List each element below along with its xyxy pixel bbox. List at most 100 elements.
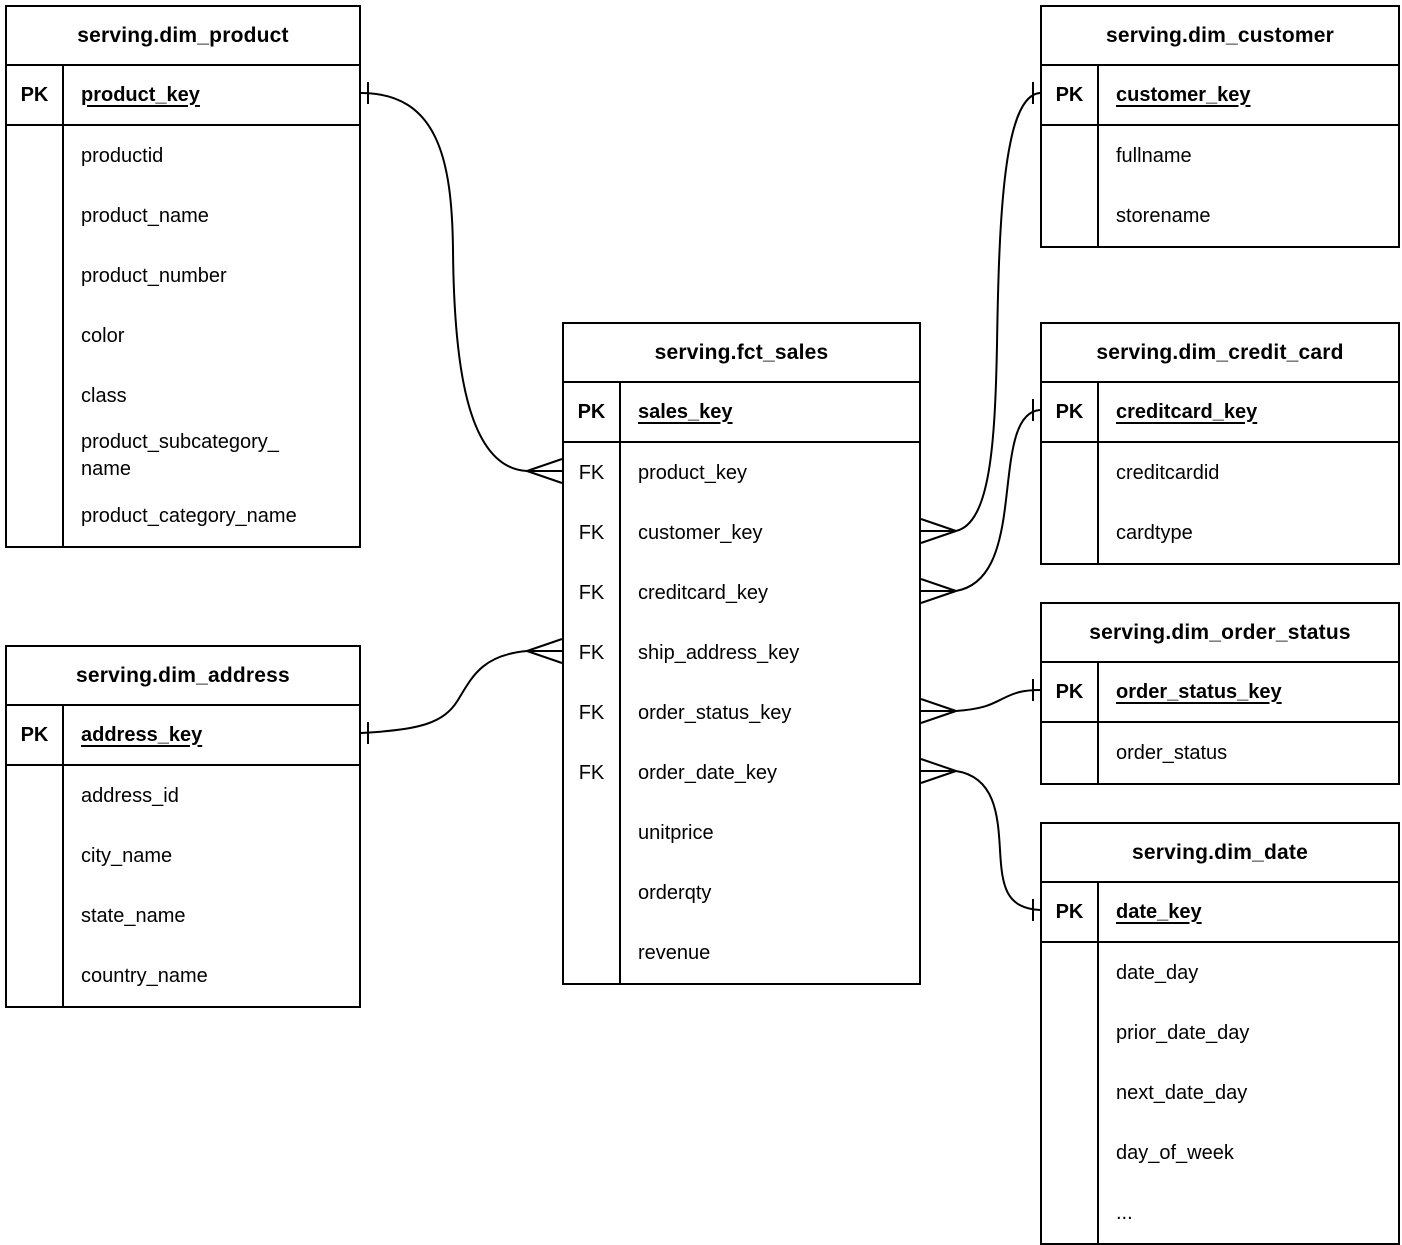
- field-name: next_date_day: [1116, 1081, 1248, 1104]
- fk-badge: FK: [564, 743, 621, 803]
- key-cell: [7, 126, 64, 186]
- entity-title: serving.dim_credit_card: [1042, 324, 1398, 383]
- field-row: product_name: [7, 186, 359, 246]
- pk-field-name: creditcard_key: [1116, 400, 1258, 423]
- pk-field-name: date_key: [1116, 900, 1202, 923]
- field-name: day_of_week: [1116, 1141, 1234, 1164]
- pk-row: PK date_key: [1042, 883, 1398, 943]
- pk-row: PK creditcard_key: [1042, 383, 1398, 443]
- field-name: ship_address_key: [638, 641, 800, 664]
- entity-dim-customer: serving.dim_customer PK customer_key ful…: [1040, 5, 1400, 248]
- connector-address-line: [360, 650, 528, 734]
- entity-title: serving.dim_product: [7, 7, 359, 66]
- field-name: cardtype: [1116, 521, 1193, 544]
- fk-badge: FK: [564, 623, 621, 683]
- entity-dim-order-status: serving.dim_order_status PK order_status…: [1040, 602, 1400, 785]
- field-name: unitprice: [638, 821, 714, 844]
- fk-row: FK ship_address_key: [564, 623, 919, 683]
- field-name: country_name: [81, 964, 208, 987]
- field-row: day_of_week: [1042, 1123, 1398, 1183]
- field-name: creditcard_key: [638, 581, 769, 604]
- connector-product-line: [360, 92, 528, 472]
- key-cell: [1042, 1183, 1099, 1243]
- field-row: prior_date_day: [1042, 1003, 1398, 1063]
- connector-credit-card-line: [955, 409, 1041, 592]
- key-cell: [564, 863, 621, 923]
- fk-badge: FK: [564, 443, 621, 503]
- fk-badge: FK: [564, 683, 621, 743]
- field-row: order_status: [1042, 723, 1398, 783]
- key-cell: [1042, 1063, 1099, 1123]
- key-cell: [1042, 503, 1099, 563]
- field-row: color: [7, 306, 359, 366]
- field-name: product_number: [81, 264, 227, 287]
- key-cell: [1042, 723, 1099, 783]
- field-name: order_status: [1116, 741, 1228, 764]
- entity-title: serving.dim_customer: [1042, 7, 1398, 66]
- key-cell: [1042, 1003, 1099, 1063]
- key-cell: [7, 946, 64, 1006]
- key-cell: [1042, 186, 1099, 246]
- pk-badge: PK: [7, 66, 64, 124]
- field-name: state_name: [81, 904, 186, 927]
- field-row: product_number: [7, 246, 359, 306]
- pk-field-name: customer_key: [1116, 83, 1251, 106]
- fk-badge: FK: [564, 563, 621, 623]
- relationship-product: [360, 82, 563, 484]
- field-name: fullname: [1116, 144, 1192, 167]
- crow-foot-customer-icon: [920, 518, 957, 544]
- field-row: productid: [7, 126, 359, 186]
- field-row: product_category_name: [7, 486, 359, 546]
- field-row: creditcardid: [1042, 443, 1398, 503]
- field-name: product_key: [638, 461, 747, 484]
- connector-order-status-line: [955, 689, 1041, 712]
- crow-foot-credit-card-icon: [920, 578, 957, 604]
- key-cell: [7, 886, 64, 946]
- crow-foot-address-icon: [526, 638, 563, 664]
- key-cell: [7, 766, 64, 826]
- field-name: creditcardid: [1116, 461, 1220, 484]
- fk-row: FK order_date_key: [564, 743, 919, 803]
- relationship-credit-card: [920, 399, 1041, 604]
- pk-badge: PK: [564, 383, 621, 441]
- connector-customer-line: [955, 92, 1041, 532]
- crow-foot-product-icon: [526, 458, 563, 484]
- pk-field-name: order_status_key: [1116, 680, 1282, 703]
- field-name: order_status_key: [638, 701, 792, 724]
- pk-row: PK order_status_key: [1042, 663, 1398, 723]
- field-name: productid: [81, 144, 164, 167]
- field-name: city_name: [81, 844, 173, 867]
- measure-row: unitprice: [564, 803, 919, 863]
- pk-field-name: product_key: [81, 83, 200, 106]
- pk-badge: PK: [1042, 383, 1099, 441]
- entity-title: serving.dim_address: [7, 647, 359, 706]
- field-row: fullname: [1042, 126, 1398, 186]
- key-cell: [7, 306, 64, 366]
- entity-title: serving.dim_date: [1042, 824, 1398, 883]
- entity-title: serving.fct_sales: [564, 324, 919, 383]
- field-name: product_name: [81, 204, 209, 227]
- field-row: date_day: [1042, 943, 1398, 1003]
- key-cell: [7, 426, 64, 486]
- field-row: storename: [1042, 186, 1398, 246]
- field-name: product_subcategory_name: [81, 431, 279, 480]
- key-cell: [7, 186, 64, 246]
- key-cell: [1042, 126, 1099, 186]
- key-cell: [7, 366, 64, 426]
- field-row: cardtype: [1042, 503, 1398, 563]
- entity-dim-date: serving.dim_date PK date_key date_day pr…: [1040, 822, 1400, 1245]
- pk-row: PK sales_key: [564, 383, 919, 443]
- relationship-order-status: [920, 679, 1041, 724]
- field-name: color: [81, 324, 125, 347]
- field-row: next_date_day: [1042, 1063, 1398, 1123]
- pk-badge: PK: [1042, 883, 1099, 941]
- field-name: storename: [1116, 204, 1211, 227]
- field-name: order_date_key: [638, 761, 777, 784]
- field-name: revenue: [638, 941, 711, 964]
- crow-foot-order-status-icon: [920, 698, 957, 724]
- field-row: product_subcategory_name: [7, 426, 359, 486]
- field-row: state_name: [7, 886, 359, 946]
- field-name: customer_key: [638, 521, 763, 544]
